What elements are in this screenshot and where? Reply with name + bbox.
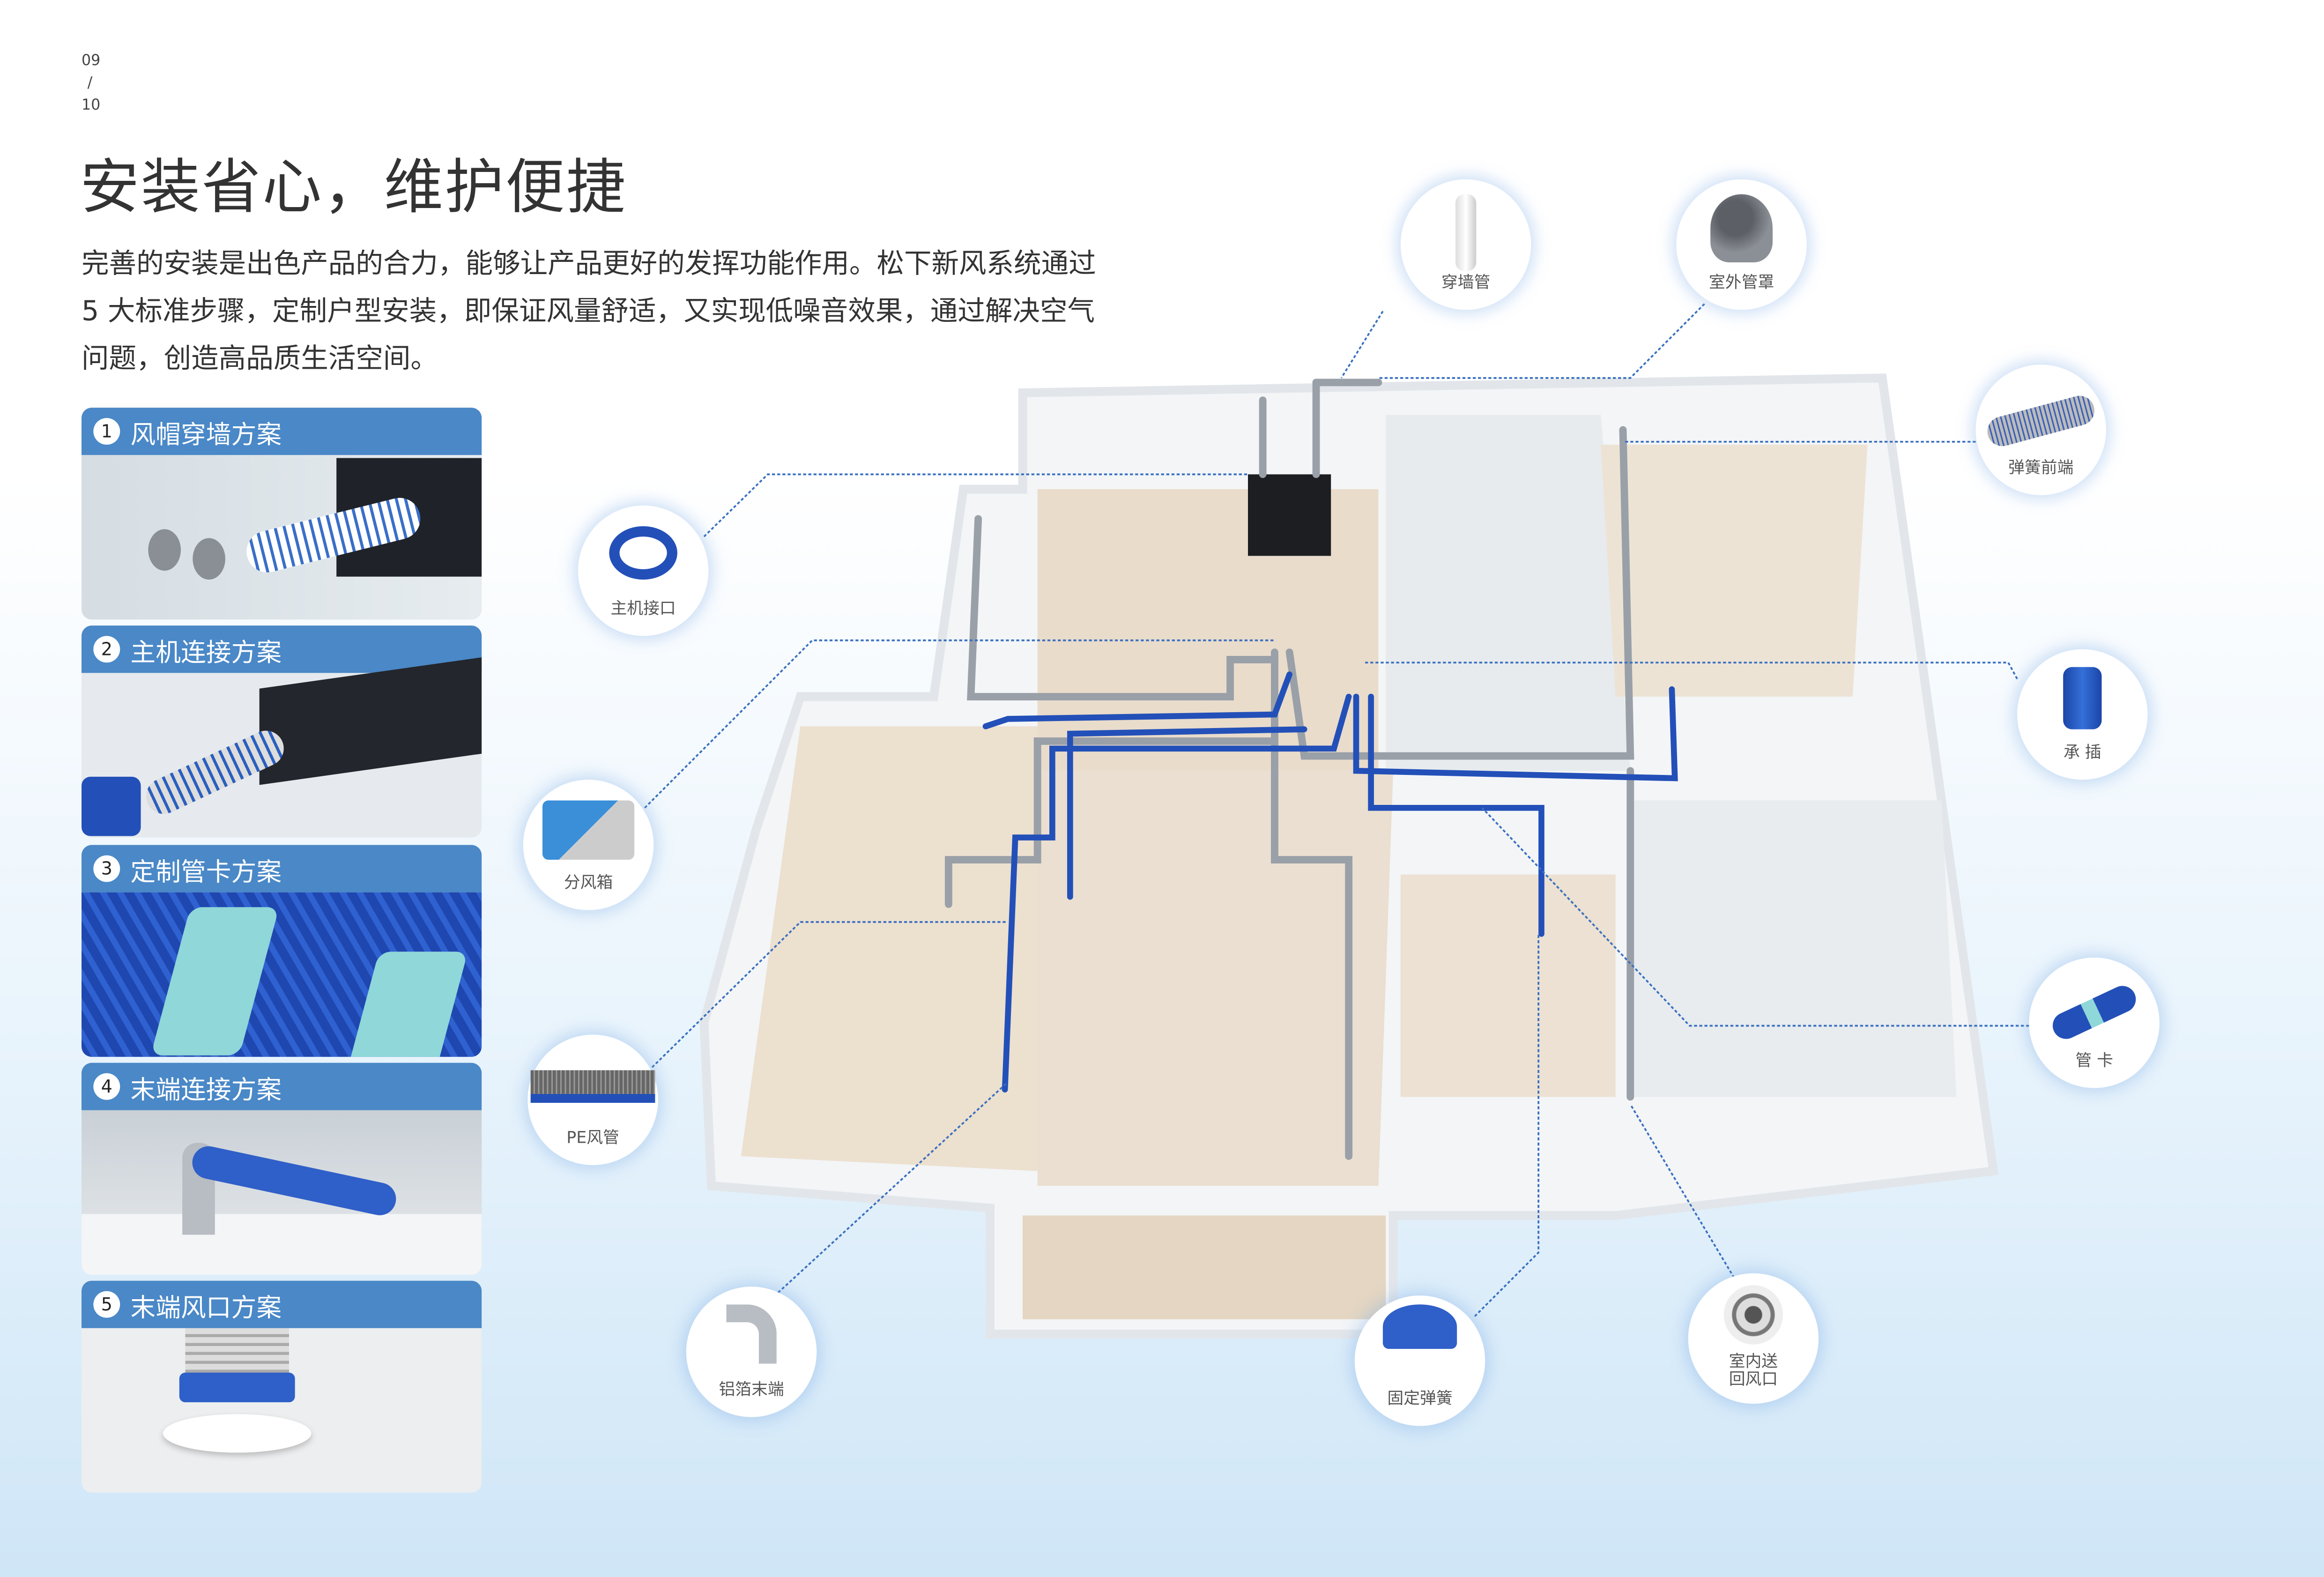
component-label: 铝箔末端 — [719, 1380, 784, 1399]
outdoor-hood-icon — [1710, 194, 1773, 263]
step-number: 2 — [93, 636, 120, 663]
component-label: PE风管 — [566, 1128, 619, 1147]
pipe-clamp-icon — [2048, 982, 2140, 1043]
component-socket: 承 插 — [2017, 649, 2148, 780]
component-outdoor-hood: 室外管罩 — [1676, 179, 1807, 310]
terminal-connection-image — [82, 1110, 482, 1275]
pe-duct-icon — [530, 1070, 655, 1103]
component-label: 穿墙管 — [1441, 273, 1491, 292]
component-label: 承 插 — [2063, 743, 2101, 762]
page-current: 09 — [82, 53, 101, 70]
page-total: 10 — [82, 97, 101, 114]
page-separator: / — [87, 75, 93, 92]
distribution-box-icon — [542, 800, 635, 860]
step-number: 5 — [93, 1291, 120, 1318]
solution-label: 末端连接方案 — [130, 1075, 282, 1105]
foil-elbow-icon — [726, 1304, 777, 1364]
component-foil-end: 铝箔末端 — [686, 1287, 817, 1417]
component-indoor-vent: 室内送 回风口 — [1688, 1273, 1819, 1404]
page-title: 安装省心，维护便捷 — [80, 154, 627, 223]
component-fixing-spring: 固定弹簧 — [1354, 1295, 1485, 1426]
solution-label: 风帽穿墙方案 — [130, 420, 282, 450]
component-host-interface: 主机接口 — [578, 505, 709, 636]
solution-label: 主机连接方案 — [130, 638, 282, 668]
component-distribution-box: 分风箱 — [523, 780, 654, 910]
socket-sleeve-icon — [2063, 667, 2102, 729]
terminal-vent-image — [82, 1328, 482, 1493]
solution-label: 末端风口方案 — [130, 1293, 282, 1323]
solution-panel-2: 2 主机连接方案 — [82, 625, 482, 838]
ring-connector-icon — [609, 526, 677, 580]
step-number: 4 — [93, 1073, 120, 1100]
component-label: 室外管罩 — [1708, 273, 1775, 292]
component-label: 弹簧前端 — [2008, 458, 2074, 477]
component-pe-duct: PE风管 — [527, 1034, 658, 1165]
solution-label: 定制管卡方案 — [130, 857, 282, 887]
solution-panel-5: 5 末端风口方案 — [82, 1280, 482, 1493]
pipe-clamp-image — [82, 892, 482, 1057]
page-number: 09 / 10 — [82, 51, 100, 117]
component-label: 室内送 回风口 — [1729, 1352, 1778, 1389]
wall-pipe-icon — [1455, 194, 1477, 271]
wall-hood-image — [82, 455, 482, 620]
component-wall-pipe: 穿墙管 — [1400, 179, 1531, 310]
host-unit — [1248, 474, 1331, 556]
solution-panel-1: 1 风帽穿墙方案 — [82, 408, 482, 620]
component-label: 分风箱 — [564, 873, 613, 893]
component-label: 管 卡 — [2075, 1051, 2113, 1071]
vent-grille-icon — [1723, 1285, 1783, 1345]
solution-panel-3: 3 定制管卡方案 — [82, 845, 482, 1057]
step-number: 1 — [93, 418, 120, 445]
host-connection-image — [82, 657, 482, 838]
component-label: 主机接口 — [610, 599, 676, 618]
fixing-spring-icon — [1382, 1304, 1457, 1349]
spring-duct-icon — [1984, 392, 2098, 450]
solution-panel-4: 4 末端连接方案 — [82, 1063, 482, 1275]
intro-paragraph: 完善的安装是出色产品的合力，能够让产品更好的发挥功能作用。松下新风系统通过 5 … — [82, 249, 1096, 375]
component-pipe-clamp: 管 卡 — [2029, 957, 2160, 1088]
component-spring-front: 弹簧前端 — [1975, 364, 2106, 495]
component-label: 固定弹簧 — [1387, 1389, 1453, 1408]
step-number: 3 — [93, 855, 120, 882]
